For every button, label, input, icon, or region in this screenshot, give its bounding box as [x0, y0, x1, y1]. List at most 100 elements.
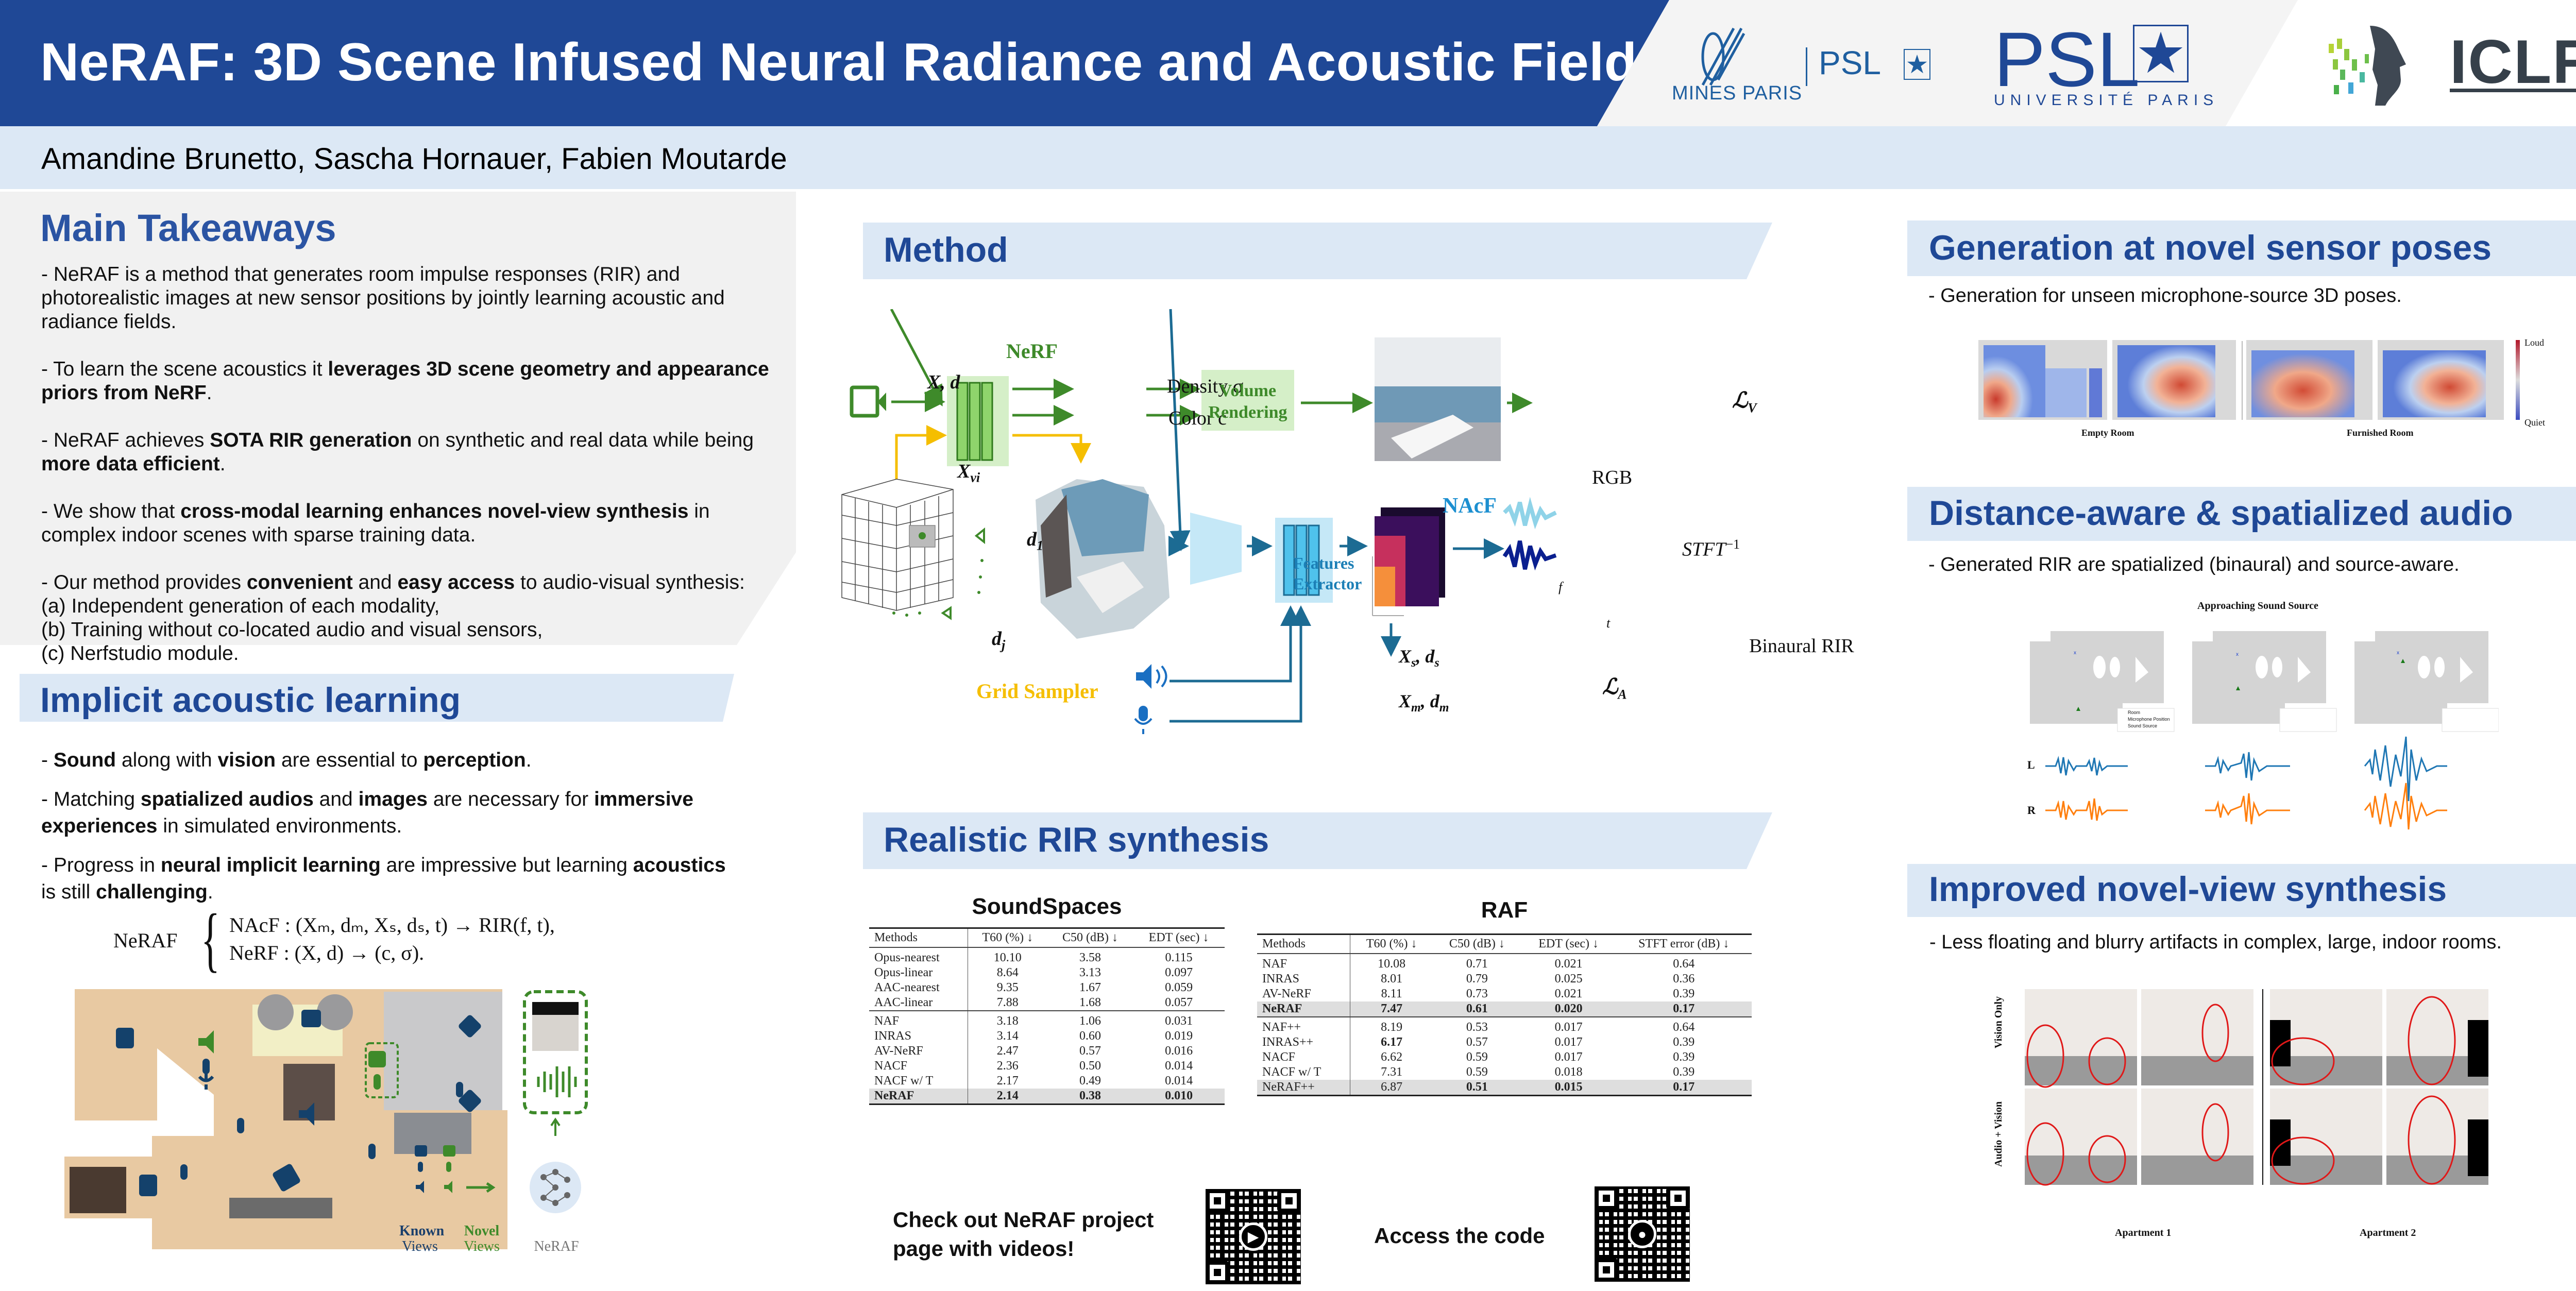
emphasis-text: more data efficient — [41, 453, 220, 475]
table-cell: 0.115 — [1133, 947, 1225, 965]
table-header-cell: Methods — [1257, 933, 1351, 954]
table-cell: NeRAF — [869, 1089, 968, 1105]
project-page-qr-code[interactable]: ▶ — [1206, 1189, 1301, 1284]
body-text: are necessary for — [427, 788, 594, 810]
raf-title: RAF — [1481, 897, 1528, 923]
row-label-audio-vision: Audio + Vision — [1993, 1101, 2004, 1167]
takeaway-subitem: (b) Training without co-located audio an… — [41, 619, 543, 641]
d1-text: d — [1027, 529, 1037, 550]
table-cell: 0.50 — [1079, 1059, 1101, 1073]
xm-text: X — [1399, 691, 1412, 711]
emphasis-text: leverages 3D scene geometry and appearan… — [41, 358, 769, 404]
features-line2: Extractor — [1293, 574, 1362, 593]
body-text: - NeRAF is a method that generates room … — [41, 263, 725, 333]
scale-loud-label: Loud — [2524, 337, 2544, 348]
neraf-equation: NeRAF { NAcF : (Xₘ, dₘ, Xₛ, dₛ, t) → RIR… — [113, 904, 629, 976]
body-text: . — [526, 749, 532, 771]
table-cell: 0.057 — [1165, 996, 1193, 1009]
xvi-sub: vi — [970, 470, 980, 485]
table-cell: 0.59 — [1466, 1050, 1488, 1064]
lv-sub: V — [1748, 400, 1757, 416]
body-text: . — [219, 453, 226, 475]
volume-rendering-line2: Rendering — [1208, 403, 1287, 422]
implicit-item: - Progress in neural implicit learning a… — [41, 852, 742, 906]
dj-sub: j — [1002, 637, 1006, 653]
table-cell: INRAS — [869, 1029, 968, 1044]
project-page-cta: Check out NeRAF project page with videos… — [893, 1205, 1154, 1263]
xs-text: X — [1399, 646, 1412, 667]
la-sub: A — [1618, 687, 1627, 702]
table-cell: AV-NeRF — [869, 1044, 968, 1059]
body-text: - We show that — [41, 500, 181, 522]
heatmap-furnished-2 — [2378, 340, 2504, 420]
table-cell: 6.87 — [1350, 1080, 1433, 1096]
takeaway-item: - We show that cross-modal learning enha… — [41, 500, 773, 547]
table-cell: 0.025 — [1554, 972, 1583, 986]
body-text: in complex indoor scenes with sparse tra… — [41, 500, 710, 546]
psl-big-label: PSL — [1994, 16, 2140, 103]
takeaways-title: Main Takeaways — [40, 207, 336, 249]
table-cell: 0.39 — [1673, 987, 1695, 1000]
takeaway-item: - Our method provides convenient and eas… — [41, 571, 773, 666]
rgb-label: RGB — [1592, 467, 1633, 488]
table-cell: INRAS++ — [1257, 1035, 1351, 1050]
code-qr-code[interactable]: ● — [1595, 1186, 1690, 1282]
table-cell: 0.64 — [1616, 953, 1752, 972]
mines-paris-logo-icon — [1701, 27, 1745, 86]
table-cell: 0.57 — [1466, 1035, 1488, 1049]
emphasis-text: neural implicit learning — [160, 854, 381, 876]
legend-mic: Microphone Position — [2128, 717, 2170, 722]
table-header-cell: T60 (%) ↓ — [1350, 933, 1433, 954]
grid-cube-icon — [841, 479, 954, 611]
loudness-colorbar — [2516, 340, 2520, 420]
nerf-block — [947, 376, 1009, 466]
table-cell: 6.17 — [1381, 1035, 1403, 1049]
stft-sup: −1 — [1725, 537, 1740, 552]
table-cell: 0.017 — [1554, 1050, 1583, 1064]
table-cell: 0.39 — [1673, 1050, 1695, 1064]
equation-nacf-line: NAcF : (Xₘ, dₘ, Xₛ, dₛ, t) → RIR(f, t), — [229, 913, 555, 937]
stft-text: STFT — [1682, 538, 1726, 560]
heatmap-furnished-1 — [2246, 340, 2372, 420]
volume-rendering-block — [1201, 370, 1294, 431]
table-cell: 2.17 — [996, 1074, 1019, 1088]
microphone-icon — [1134, 706, 1153, 734]
table-cell: 0.49 — [1079, 1074, 1101, 1088]
time-axis-label: t — [1606, 616, 1611, 631]
xd-text: X, d — [927, 371, 960, 393]
binaural-rir-label: Binaural RIR — [1749, 635, 1854, 657]
table-cell: 0.097 — [1165, 966, 1193, 979]
novel-view-section-title: Improved novel-view synthesis — [1929, 870, 2447, 909]
legend-source: Sound Source — [2128, 723, 2158, 728]
body-text: is still — [41, 881, 96, 903]
heatmap-empty-1 — [1978, 340, 2107, 420]
github-icon: ● — [1628, 1220, 1656, 1248]
body-text: along with — [116, 749, 218, 771]
body-text: and — [352, 571, 398, 593]
distance-section-title: Distance-aware & spatialized audio — [1929, 494, 2513, 533]
dj-label: dj — [992, 627, 1005, 653]
ds-text: d — [1425, 646, 1435, 667]
xs-sub: s — [1411, 656, 1416, 670]
volume-rendering-label: Volume Rendering — [1201, 380, 1294, 423]
right-channel-waveforms — [2045, 783, 2447, 830]
floor-plan-figure — [64, 989, 588, 1249]
table-cell: 0.64 — [1616, 1016, 1752, 1035]
view-direction-dots — [892, 527, 985, 620]
implicit-section-header: Implicit acoustic learning — [20, 674, 734, 722]
novel-label-line2: Views — [464, 1238, 500, 1254]
body-text: - Matching — [41, 788, 141, 810]
known-sensors — [116, 1010, 481, 1196]
speaker-icon — [1136, 664, 1167, 689]
room-holes — [2093, 656, 2473, 683]
implicit-section-title: Implicit acoustic learning — [40, 681, 461, 720]
equation-brace: { — [201, 899, 220, 979]
